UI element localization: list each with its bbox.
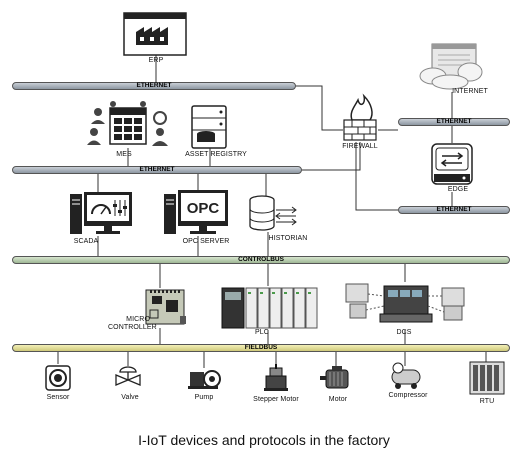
rtu-icon xyxy=(469,361,505,395)
erp-label: ERP xyxy=(148,57,164,64)
compressor-label: Compressor xyxy=(388,392,428,399)
firewall-icon xyxy=(343,93,377,141)
controlbus: CONTROLBUS xyxy=(12,256,510,264)
dcs-label: DCS xyxy=(396,329,412,336)
ethernet-bus-top: ETHERNET xyxy=(12,82,296,90)
firewall-label: FIREWALL xyxy=(342,143,378,150)
figure-caption: I-IoT devices and protocols in the facto… xyxy=(138,432,390,448)
stepper-motor-label: Stepper Motor xyxy=(253,396,299,403)
erp-icon xyxy=(123,12,187,56)
compressor-icon xyxy=(391,362,421,389)
sensor-label: Sensor xyxy=(46,394,70,401)
valve-icon xyxy=(115,366,141,386)
plc-label: PLC xyxy=(255,329,269,336)
pump-icon xyxy=(188,370,221,389)
sensor-icon xyxy=(45,365,71,391)
micro-controller-label-line1: MICRO xyxy=(126,316,150,323)
fieldbus: FIELDBUS xyxy=(12,344,510,352)
valve-label: Valve xyxy=(121,394,139,401)
opc-server-label: OPC SERVER xyxy=(182,238,230,245)
micro-controller-icon xyxy=(145,289,186,325)
asset-registry-icon xyxy=(191,105,227,149)
rtu-label: RTU xyxy=(479,398,495,405)
scada-icon xyxy=(70,192,132,234)
scada-label: SCADA xyxy=(73,238,99,245)
historian-icon xyxy=(249,195,297,231)
opc-server-icon: OPC xyxy=(164,190,228,234)
mes-label: MES xyxy=(116,151,132,158)
internet-label: INTERNET xyxy=(452,88,488,95)
mes-icon xyxy=(87,101,168,146)
opc-icon-text: OPC xyxy=(187,200,220,217)
dcs-icon xyxy=(345,283,465,323)
stepper-motor-icon xyxy=(264,364,288,391)
internet-icon xyxy=(419,43,483,90)
plc-icon xyxy=(221,287,318,329)
ethernet-bus-right-2: ETHERNET xyxy=(398,206,510,214)
ethernet-bus-right-1: ETHERNET xyxy=(398,118,510,126)
micro-controller-label-line2: CONTROLLER xyxy=(108,324,157,331)
motor-icon xyxy=(320,366,349,389)
ethernet-bus-mid: ETHERNET xyxy=(12,166,302,174)
edge-label: EDGE xyxy=(447,186,469,193)
motor-label: Motor xyxy=(328,396,348,403)
edge-icon xyxy=(431,143,473,185)
pump-label: Pump xyxy=(194,394,214,401)
asset-registry-label: ASSET REGISTRY xyxy=(185,151,247,158)
historian-label: HISTORIAN xyxy=(268,235,308,242)
